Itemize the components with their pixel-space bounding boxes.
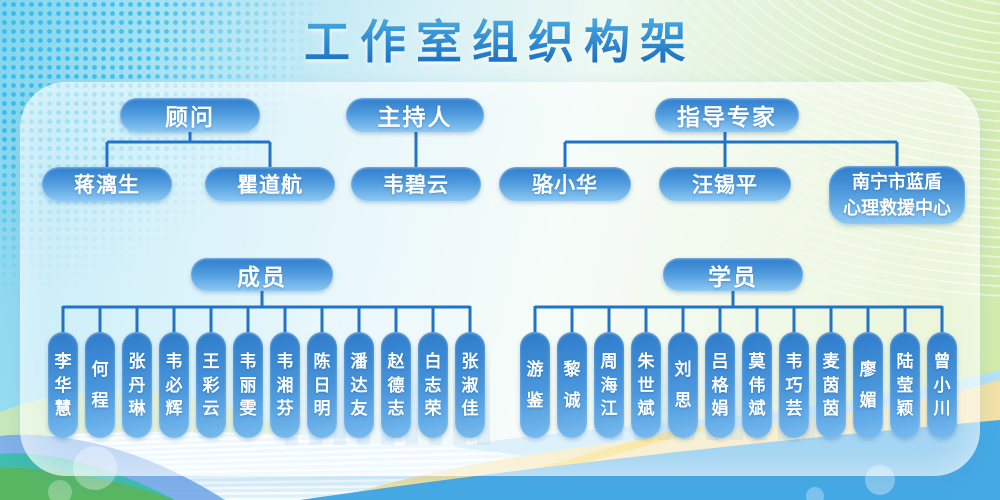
member-pill: 何程 (85, 332, 115, 438)
student-pill: 莫伟斌 (742, 332, 772, 438)
students-row: 游鉴 黎诚 周海江 朱世斌 刘思 吕格娟 莫伟斌 韦巧芸 麦茵茵 廖媚 陆莹颖 … (520, 332, 957, 438)
page-title: 工作室组织构架 (0, 6, 1000, 72)
student-pill: 麦茵茵 (816, 332, 846, 438)
student-pill: 刘思 (668, 332, 698, 438)
student-pill: 陆莹颖 (890, 332, 920, 438)
student-pill: 韦巧芸 (779, 332, 809, 438)
member-pill: 潘达友 (344, 332, 374, 438)
student-pill: 周海江 (594, 332, 624, 438)
student-pill: 曾小川 (927, 332, 957, 438)
group-advisor: 顾问 (120, 98, 260, 132)
member-pill: 白志荣 (418, 332, 448, 438)
expert-name-node: 骆小华 (499, 167, 631, 201)
member-pill: 陈日明 (307, 332, 337, 438)
expert-org-node: 南宁市蓝盾 心理救援中心 (829, 166, 965, 224)
advisor-name-node: 蒋漓生 (42, 167, 172, 201)
student-pill: 吕格娟 (705, 332, 735, 438)
members-row: 李华慧 何程 张丹琳 韦必辉 王彩云 韦丽雯 韦湘芬 陈日明 潘达友 赵德志 白… (48, 332, 485, 438)
member-pill: 张丹琳 (122, 332, 152, 438)
expert-name-node: 汪锡平 (659, 167, 791, 201)
student-pill: 廖媚 (853, 332, 883, 438)
group-experts: 指导专家 (655, 98, 799, 132)
section-students: 学员 (663, 258, 803, 291)
member-pill: 韦丽雯 (233, 332, 263, 438)
student-pill: 朱世斌 (631, 332, 661, 438)
student-pill: 黎诚 (557, 332, 587, 438)
member-pill: 韦必辉 (159, 332, 189, 438)
group-host: 主持人 (346, 98, 484, 132)
section-members: 成员 (191, 258, 333, 291)
member-pill: 王彩云 (196, 332, 226, 438)
member-pill: 赵德志 (381, 332, 411, 438)
student-pill: 游鉴 (520, 332, 550, 438)
host-name-node: 韦碧云 (351, 167, 481, 201)
member-pill: 李华慧 (48, 332, 78, 438)
member-pill: 韦湘芬 (270, 332, 300, 438)
member-pill: 张淑佳 (455, 332, 485, 438)
advisor-name-node: 瞿道航 (205, 167, 335, 201)
